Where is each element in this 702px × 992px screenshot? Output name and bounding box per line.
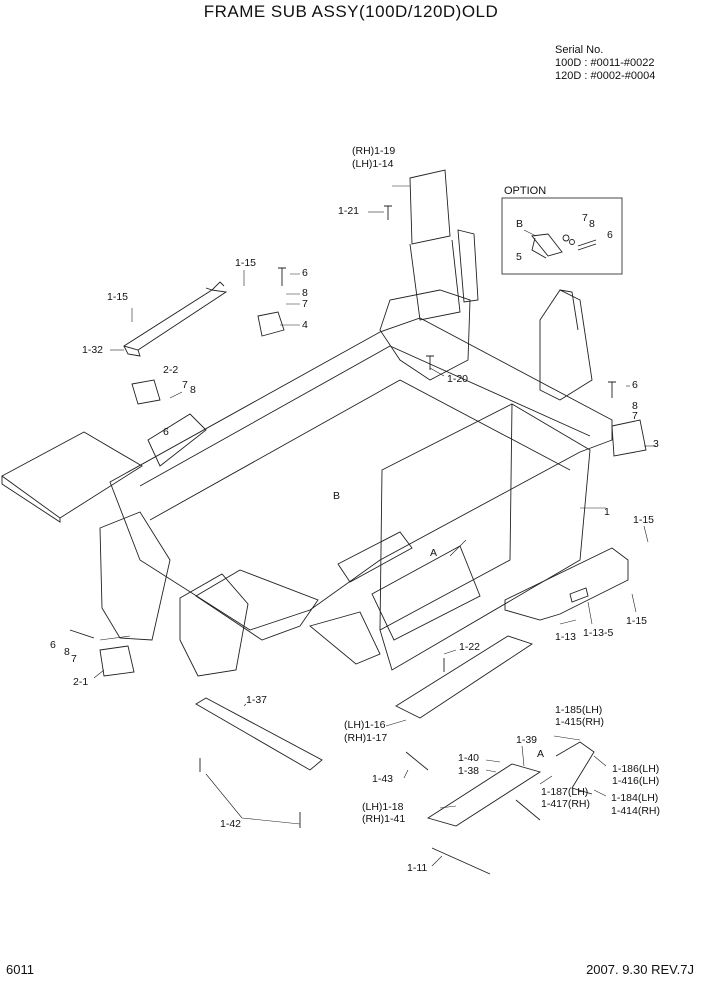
serial-info: Serial No. 100D : #0011-#0022 120D : #00… [555,44,655,83]
label-1-38: 1-38 [458,765,480,777]
label-option-6: 6 [607,229,613,241]
option-box [501,197,623,275]
label-1-13-5: 1-13-5 [583,627,614,639]
label-1-15-right: 1-15 [633,514,655,526]
label-rh-1-19: (RH)1-19 [352,145,396,157]
label-1: 1 [604,506,610,518]
mount-block-4 [257,311,285,337]
label-1-32: 1-32 [82,344,104,356]
mount-block-22 [131,379,161,405]
right-tank [379,403,591,671]
label-lh-1-16: (LH)1-16 [344,719,386,731]
center-floor-plate [195,569,319,641]
label-8-c: 8 [632,400,638,412]
label-6-a: 6 [302,267,308,279]
label-1-37: 1-37 [246,694,268,706]
label-7-c: 7 [632,410,638,422]
label-8-b: 8 [190,384,196,396]
label-1-185: 1-185(LH) [555,704,603,716]
label-option-8: 8 [589,218,595,230]
label-1-43: 1-43 [372,773,394,785]
label-lh-1-18: (LH)1-18 [362,801,404,813]
date-revision: 2007. 9.30 REV.7J [586,962,694,977]
label-1-42: 1-42 [220,818,242,830]
serial-line-120d: 120D : #0002-#0004 [555,70,656,82]
label-1-416: 1-416(LH) [612,775,660,787]
label-1-20: 1-20 [447,373,469,385]
label-option-5: 5 [516,251,522,263]
step-plate-122 [395,635,534,719]
serial-heading: Serial No. [555,44,604,56]
option-label: OPTION [504,185,547,197]
label-option-7: 7 [582,212,588,224]
label-2-2: 2-2 [163,364,179,376]
label-1-21: 1-21 [338,205,360,217]
plate-118 [426,763,542,827]
label-b-main: B [333,490,341,502]
label-3: 3 [653,438,659,450]
label-1-186: 1-186(LH) [612,763,660,775]
left-deck-plate [1,431,143,519]
label-1-39: 1-39 [516,734,538,746]
main-frame-outline [109,317,613,631]
label-6-d: 6 [50,639,56,651]
label-lh-1-14: (LH)1-14 [352,158,394,170]
label-7-a: 7 [302,298,308,310]
left-step-plate [147,413,207,467]
label-8-d: 8 [64,646,70,658]
label-1-187: 1-187(LH) [541,786,589,798]
label-1-15-lower: 1-15 [626,615,648,627]
label-a-detail: A [537,748,545,760]
page-number: 6011 [6,962,34,977]
right-rail [504,547,629,621]
label-rh-1-17: (RH)1-17 [344,732,388,744]
label-4: 4 [302,319,308,331]
page-title: FRAME SUB ASSY(100D/120D)OLD [203,2,499,21]
mount-block-3 [611,419,647,457]
label-1-11: 1-11 [407,862,428,874]
label-1-415: 1-415(RH) [555,716,605,728]
label-a-main: A [430,547,438,559]
right-front-leg [179,573,249,677]
plate-137 [195,697,323,771]
label-rh-1-41: (RH)1-41 [362,813,406,825]
label-6-c: 6 [632,379,638,391]
label-1-40: 1-40 [458,752,480,764]
label-7-b: 7 [182,379,188,391]
label-2-1: 2-1 [73,676,89,688]
label-option-b: B [516,218,524,230]
label-1-15-top: 1-15 [235,257,257,269]
right-upright [409,169,451,245]
label-7-d: 7 [71,653,77,665]
label-1-414: 1-414(RH) [611,805,661,817]
rod-111 [431,847,491,875]
label-1-15-left: 1-15 [107,291,129,303]
label-1-22: 1-22 [459,641,481,653]
left-front-leg [99,511,171,641]
serial-line-100d: 100D : #0011-#0022 [555,57,655,69]
label-8-a: 8 [302,287,308,299]
label-1-184: 1-184(LH) [611,792,659,804]
mount-block-21 [99,645,135,677]
label-1-13: 1-13 [555,631,577,643]
label-1-417: 1-417(RH) [541,798,591,810]
top-rail [122,289,228,351]
label-6-b: 6 [163,426,169,438]
